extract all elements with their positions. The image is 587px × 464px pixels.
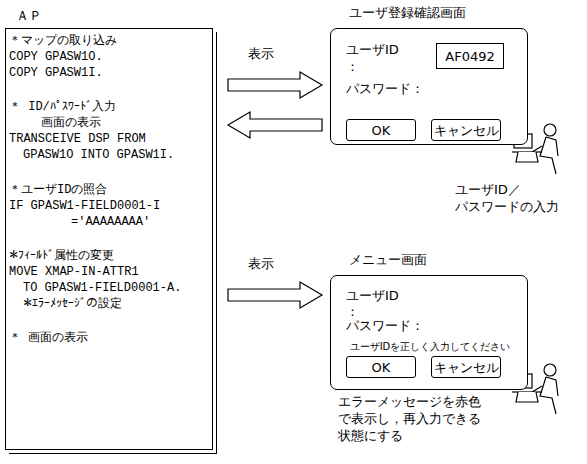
note-label: エラーメッセージを赤色 で表示し，再入力できる 状態にする: [338, 393, 490, 444]
window-title: メニュー画面: [349, 252, 427, 267]
block-arrow: [228, 282, 322, 308]
program-box: ＡＰ＊マップの取り込みCOPY GPASW1O.COPY GPASW1I.＊ I…: [5, 28, 213, 450]
text-label: ：: [346, 59, 359, 74]
screen-window: AF0492OKキャンセルユーザ登録確認画面ユーザID：パスワード：: [330, 28, 528, 145]
window-title: ユーザ登録確認画面: [349, 5, 466, 20]
keyboard: [516, 392, 538, 402]
screen-button: OK: [346, 356, 416, 378]
code-line: ＊ ID/ﾊﾟｽﾜｰﾄﾞ入力: [9, 100, 116, 115]
program-title: ＡＰ: [16, 9, 42, 24]
text-label: AF0492: [445, 49, 494, 64]
code-line: ＊ｴﾗｰﾒｯｾｰｼﾞの設定: [23, 297, 122, 312]
code-line: TRANSCEIVE DSP FROM: [9, 132, 146, 147]
block-arrow: [228, 112, 322, 138]
code-line: IF GPASW1-FIELD0001-I: [9, 199, 160, 214]
code-line: COPY GPASW1I.: [9, 66, 103, 81]
block-arrow: [228, 72, 322, 98]
text-label: パスワード：: [346, 318, 424, 333]
user-head: [544, 124, 556, 136]
code-line: ＊ユーザIDの照合: [9, 183, 107, 198]
input-field: AF0492: [436, 43, 504, 69]
code-line: ＊マップの取り込み: [9, 34, 117, 49]
screen-window: OKキャンセルメニュー画面ユーザID：パスワード：ユーザIDを正しく入力してくだ…: [330, 275, 528, 390]
arrow-label: 表示: [248, 45, 274, 62]
text-label: OK: [372, 360, 391, 375]
desk-line: [512, 391, 542, 392]
text-label: ：: [346, 304, 359, 319]
code-line: 画面の表示: [41, 116, 101, 131]
text-label: OK: [372, 123, 391, 138]
text-label: ユーザID: [346, 288, 399, 303]
note-label: ユーザID／ パスワードの入力: [455, 181, 567, 215]
user-body: [532, 377, 558, 414]
code-line: MOVE XMAP-IN-ATTR1: [9, 265, 139, 280]
code-line: COPY GPASW1O.: [9, 50, 103, 65]
user-head: [544, 364, 556, 376]
screen-button: キャンセル: [431, 356, 501, 378]
text-label: パスワード：: [346, 81, 424, 96]
desk-line: [512, 151, 542, 152]
code-line: ＊ 画面の表示: [9, 331, 88, 346]
code-line: GPASW1O INTO GPASW1I.: [23, 148, 174, 163]
code-line: ＊ﾌｨｰﾙﾄﾞ属性の変更: [9, 249, 114, 264]
error-message: ユーザIDを正しく入力してください: [331, 339, 529, 354]
code-line: ='AAAAAAAA': [71, 215, 150, 230]
screen-button: OK: [346, 119, 416, 141]
screen-button: キャンセル: [431, 119, 501, 141]
text-label: キャンセル: [434, 360, 499, 375]
keyboard: [516, 152, 538, 162]
text-label: ユーザID: [346, 42, 399, 57]
user-body: [532, 137, 558, 174]
arrow-label: 表示: [248, 255, 274, 272]
code-line: TO GPASW1-FIELD0001-A.: [23, 281, 181, 296]
text-label: キャンセル: [434, 123, 499, 138]
